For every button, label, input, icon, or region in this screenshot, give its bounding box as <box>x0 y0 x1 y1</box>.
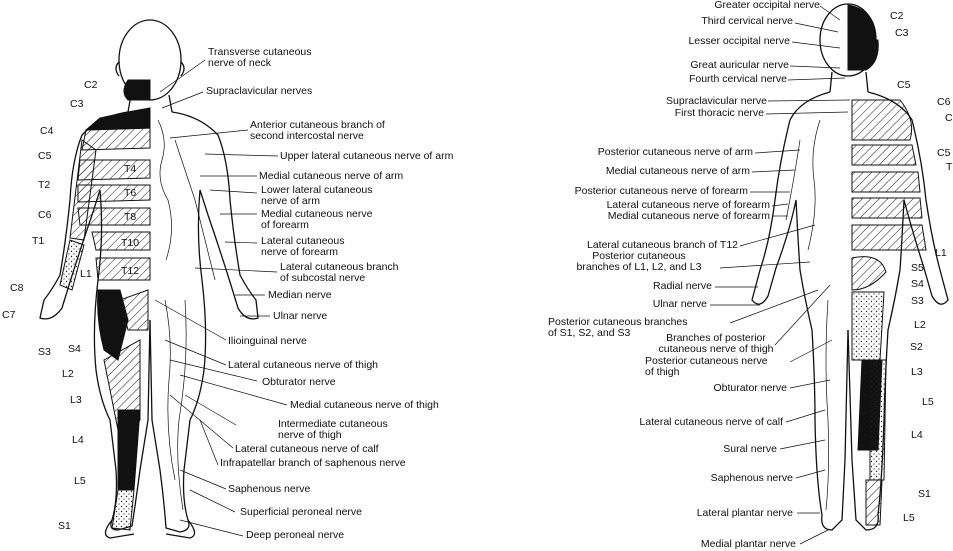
back-nerve-greater-occipital: Greater occipital nerve <box>714 0 820 11</box>
front-dermatome-s4: S4 <box>68 343 81 355</box>
back-dermatome-s5: S5 <box>911 262 924 274</box>
back-dermatome-s4: S4 <box>911 278 924 290</box>
front-nerve-saphenous: Saphenous nerve <box>228 483 311 495</box>
front-dermatome-regions <box>59 79 151 531</box>
back-nerve-medial-forearm: Medial cutaneous nerve of forearm <box>607 210 770 222</box>
back-nerve-medial-arm: Medial cutaneous nerve of arm <box>605 165 750 177</box>
back-dermatome-l5b: L5 <box>903 512 915 524</box>
front-dermatome-c2: C2 <box>84 79 98 91</box>
back-dermatome-regions <box>847 4 927 526</box>
front-nerve-obturator: Obturator nerve <box>262 376 336 388</box>
front-dermatome-t10: T10 <box>121 237 140 249</box>
back-nerve-posterior-forearm: Posterior cutaneous nerve of forearm <box>574 185 748 197</box>
front-dermatome-s3: S3 <box>38 346 51 358</box>
front-dermatome-t8: T8 <box>124 211 137 223</box>
back-nerve-posterior-arm: Posterior cutaneous nerve of arm <box>597 146 753 158</box>
back-dermatome-l1: L1 <box>935 247 947 259</box>
front-nerve-median: Median nerve <box>268 289 332 301</box>
back-nerve-great-auricular: Great auricular nerve <box>690 59 789 71</box>
front-dermatome-l5: L5 <box>74 475 86 487</box>
front-nerve-lateral-thigh: Lateral cutaneous nerve of thigh <box>228 359 379 371</box>
front-dermatome-c4: C4 <box>40 125 54 137</box>
back-nerve-third-cervical: Third cervical nerve <box>701 15 793 27</box>
front-dermatome-t4: T4 <box>124 163 137 175</box>
front-nerve-infrapatellar: Infrapatellar branch of saphenous nerve <box>220 457 406 469</box>
back-dermatome-c5b: C5 <box>937 147 951 159</box>
back-nerve-supraclavicular: Supraclavicular nerve <box>666 95 767 107</box>
front-dermatome-t6: T6 <box>124 187 137 199</box>
front-nerve-supraclavicular: Supraclavicular nerves <box>206 85 313 97</box>
back-dermatome-c-edge: C <box>945 112 953 124</box>
front-dermatome-l1: L1 <box>80 268 92 280</box>
back-dermatome-c6: C6 <box>937 96 951 108</box>
back-dermatome-s1: S1 <box>918 488 931 500</box>
back-nerve-lateral-forearm: Lateral cutaneous nerve of forearm <box>606 199 770 211</box>
front-dermatome-l3: L3 <box>70 394 82 406</box>
front-dermatome-t12: T12 <box>121 265 140 277</box>
back-dermatome-c3: C3 <box>895 27 909 39</box>
front-nerve-lateral-calf: Lateral cutaneous nerve of calf <box>235 443 379 455</box>
back-nerve-obturator: Obturator nerve <box>713 382 787 394</box>
back-dermatome-s3: S3 <box>911 295 924 307</box>
back-nerve-lesser-occipital: Lesser occipital nerve <box>688 35 790 47</box>
front-nerve-upper-lateral-arm: Upper lateral cutaneous nerve of arm <box>280 150 454 162</box>
back-nerve-ulnar: Ulnar nerve <box>652 298 707 310</box>
back-nerve-lateral-plantar: Lateral plantar nerve <box>696 507 793 519</box>
back-dermatome-l3: L3 <box>911 366 923 378</box>
back-dermatome-l4: L4 <box>911 429 923 441</box>
front-dermatome-c3: C3 <box>70 98 84 110</box>
back-nerve-sural: Sural nerve <box>723 443 777 455</box>
back-nerve-radial: Radial nerve <box>653 280 712 292</box>
back-nerve-lateral-t12: Lateral cutaneous branch of T12 <box>587 239 738 251</box>
front-dermatome-c7: C7 <box>2 309 16 321</box>
front-nerve-deep-peroneal: Deep peroneal nerve <box>246 529 345 541</box>
back-nerve-fourth-cervical: Fourth cervical nerve <box>688 73 787 85</box>
back-dermatome-c5: C5 <box>897 79 911 91</box>
back-nerve-saphenous: Saphenous nerve <box>710 472 793 484</box>
back-dermatome-t-edge: T <box>946 161 953 173</box>
back-dermatome-c2: C2 <box>890 10 904 22</box>
front-dermatome-c8: C8 <box>10 282 24 294</box>
front-dermatome-l4: L4 <box>72 434 84 446</box>
back-leader-lines <box>710 5 851 545</box>
front-nerve-lines <box>157 119 216 511</box>
back-nerve-lateral-calf: Lateral cutaneous nerve of calf <box>639 416 783 428</box>
front-dermatome-t2: T2 <box>38 179 51 191</box>
front-nerve-medial-thigh: Medial cutaneous nerve of thigh <box>290 399 439 411</box>
front-leader-lines <box>154 59 288 537</box>
front-nerve-superficial-peroneal: Superficial peroneal nerve <box>240 506 362 518</box>
front-dermatome-s1: S1 <box>58 520 71 532</box>
back-dermatome-l2: L2 <box>914 319 926 331</box>
front-nerve-medial-arm: Medial cutaneous nerve of arm <box>259 170 404 182</box>
front-nerve-ulnar: Ulnar nerve <box>273 310 328 322</box>
front-nerve-ilioinguinal: Ilioinguinal nerve <box>228 335 307 347</box>
front-dermatome-l2: L2 <box>62 368 74 380</box>
back-dermatome-l5: L5 <box>922 396 934 408</box>
front-dermatome-c5: C5 <box>38 150 52 162</box>
back-dermatome-s2: S2 <box>910 341 923 353</box>
front-dermatome-c6: C6 <box>38 209 52 221</box>
back-nerve-medial-plantar: Medial plantar nerve <box>700 538 796 550</box>
back-nerve-first-thoracic: First thoracic nerve <box>674 107 764 119</box>
front-dermatome-t1: T1 <box>32 235 45 247</box>
back-nerve-lines <box>785 119 830 511</box>
